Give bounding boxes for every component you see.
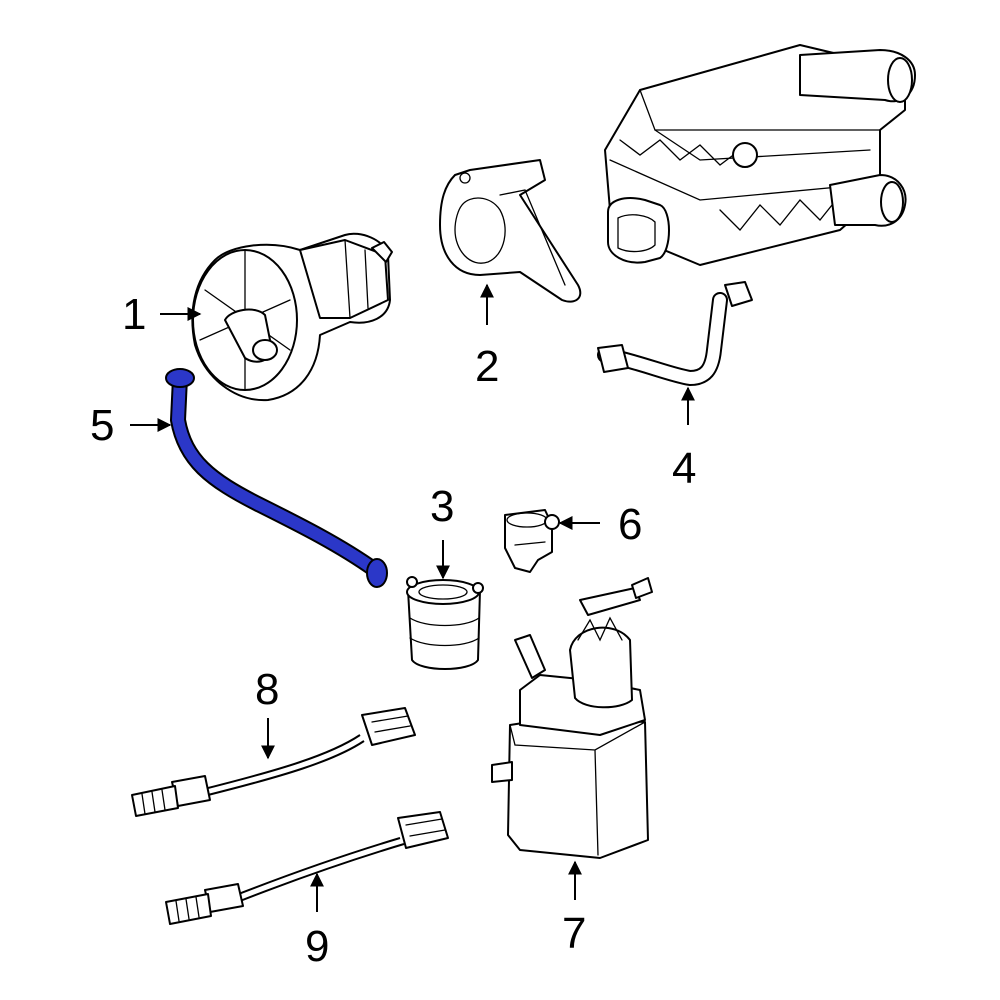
callout-9: 9 <box>305 922 330 971</box>
part-7-canister <box>491 577 653 859</box>
callout-6: 6 <box>618 500 643 549</box>
callout-7: 7 <box>562 909 587 958</box>
part-3-sleeve <box>406 576 484 670</box>
callout-1: 1 <box>122 290 147 339</box>
callout-3: 3 <box>430 482 455 531</box>
callout-arrows <box>130 283 695 912</box>
part-8-sensor <box>131 707 416 817</box>
part-2-gasket <box>439 159 582 303</box>
callout-8: 8 <box>255 665 280 714</box>
part-9-sensor <box>165 811 449 925</box>
part-6-valve <box>504 509 560 573</box>
callout-2: 2 <box>475 342 500 391</box>
callout-4: 4 <box>672 444 697 493</box>
part-4-hose <box>597 281 753 387</box>
air-cleaner-housing <box>604 44 916 266</box>
part-5-hose <box>165 368 388 588</box>
callout-5: 5 <box>90 401 115 450</box>
part-1-air-pump <box>191 232 393 402</box>
